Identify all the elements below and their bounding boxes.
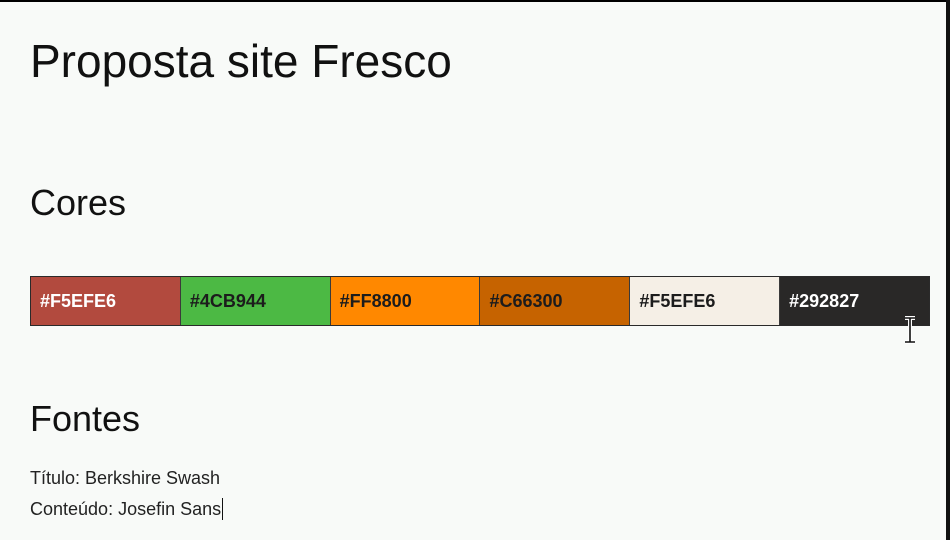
page-title: Proposta site Fresco: [30, 35, 452, 87]
color-swatch: #F5EFE6: [31, 277, 181, 325]
text-caret: [222, 498, 224, 520]
color-swatch-label: #FF8800: [339, 290, 412, 311]
color-swatch-label: #292827: [789, 290, 860, 311]
color-swatch-label: #C66300: [489, 290, 563, 311]
color-swatch-label: #F5EFE6: [639, 290, 716, 311]
title-font-text: Título: Berkshire Swash: [30, 468, 221, 488]
title-font-line: Título: Berkshire Swash: [30, 468, 220, 489]
color-swatch-label: #F5EFE6: [40, 290, 117, 311]
screen-edge: [946, 0, 950, 540]
color-swatch: #C66300: [480, 277, 631, 325]
colors-heading: Cores: [30, 182, 127, 223]
color-swatch-label: #4CB944: [189, 290, 266, 311]
color-swatch: #4CB944: [180, 277, 331, 325]
ibeam-cursor-icon: [905, 316, 915, 344]
fonts-heading: Fontes: [30, 398, 141, 439]
color-swatch: #FF8800: [330, 277, 481, 325]
color-palette: #F5EFE6 #4CB944 #FF8800 #C66300 #F5EFE6 …: [30, 276, 930, 326]
color-swatch: #F5EFE6: [630, 277, 781, 325]
content-font-text: Conteúdo: Josefin Sans: [30, 499, 222, 519]
content-font-line[interactable]: Conteúdo: Josefin Sans: [30, 498, 224, 520]
color-swatch: #292827: [780, 277, 929, 325]
